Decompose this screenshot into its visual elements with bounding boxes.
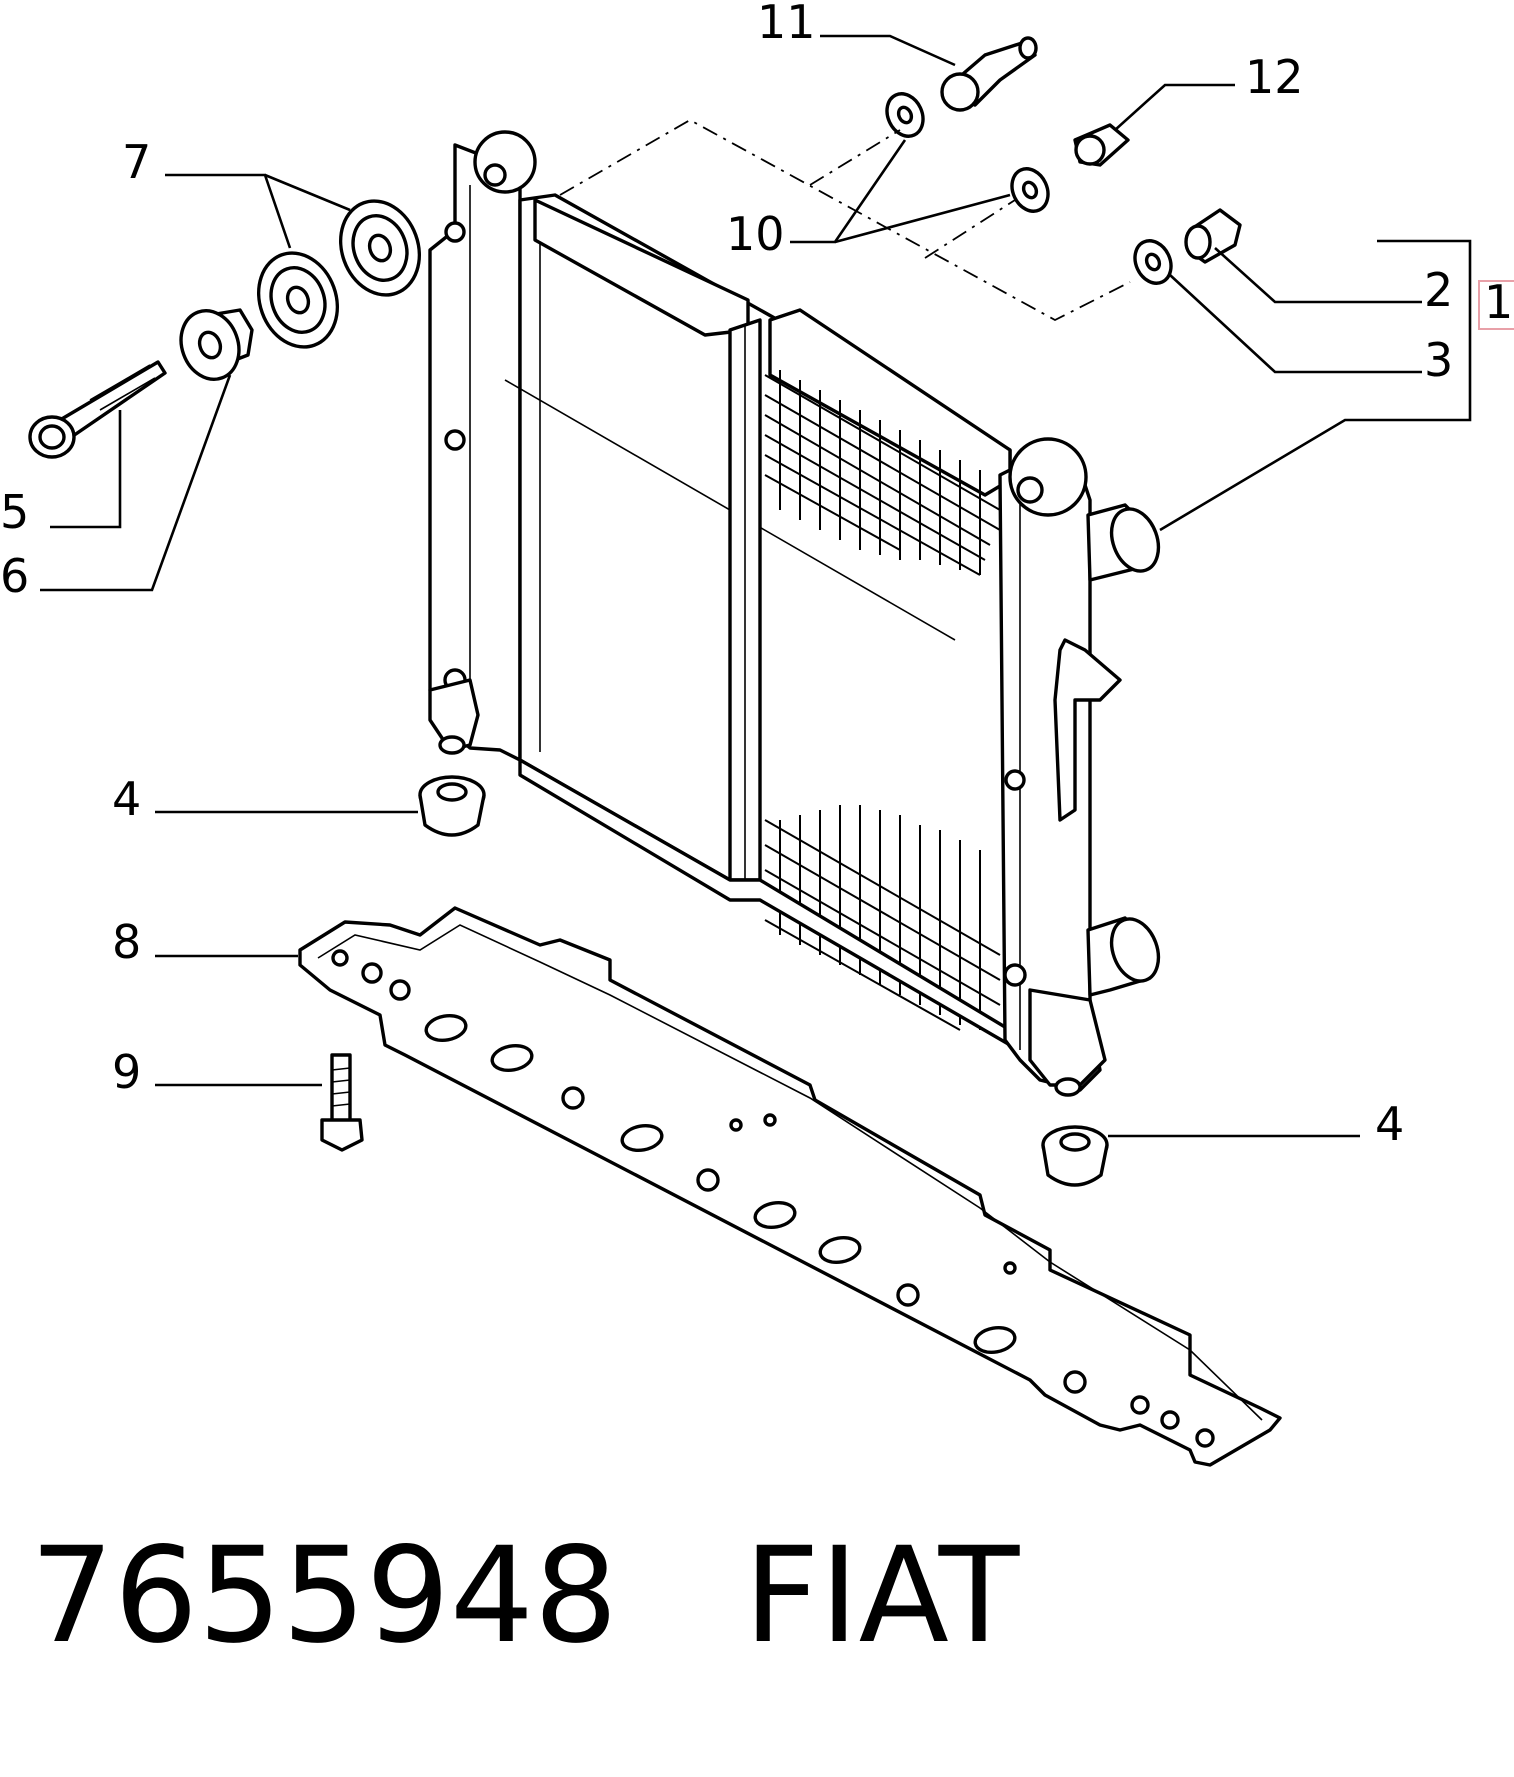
callout-12: 12 (1245, 50, 1304, 104)
callout-3: 3 (1424, 333, 1453, 387)
item-1-highlight (1478, 280, 1514, 330)
part-4-grommet-left (418, 775, 486, 837)
part-2-drain-plug (1184, 208, 1242, 264)
callout-11: 11 (757, 0, 816, 49)
radiator (428, 130, 1161, 1097)
assembly-dash-lines (559, 118, 1131, 322)
callout-4-right: 4 (1375, 1097, 1404, 1151)
plate-holes (331, 949, 1215, 1448)
leader-lines (40, 34, 1472, 1138)
callout-8: 8 (112, 915, 141, 969)
part-number: 7655948 (30, 1519, 618, 1673)
part-3-washer (1133, 239, 1173, 285)
callout-2: 2 (1424, 263, 1453, 317)
callout-1: 1 (1484, 275, 1513, 329)
part-4-grommet-right (1041, 1125, 1109, 1187)
callout-4-left: 4 (112, 772, 141, 826)
callout-6: 6 (0, 549, 29, 603)
callout-10: 10 (726, 207, 785, 261)
part-9-screw (320, 1053, 364, 1152)
part-10-washers (885, 92, 1050, 213)
part-8-support-plate (298, 906, 1282, 1467)
callout-7: 7 (122, 135, 151, 189)
brand-name: FIAT (743, 1519, 1020, 1673)
part-5-bolt (28, 360, 167, 459)
part-7-rubber-mounts (256, 199, 422, 349)
part-6-sleeve (179, 308, 254, 381)
callout-9: 9 (112, 1045, 141, 1099)
part-caption: 7655948 FIAT (30, 1530, 1019, 1662)
part-11-connector (940, 36, 1038, 112)
part-12-bleed-screw (1073, 123, 1130, 167)
callout-5: 5 (0, 485, 29, 539)
core-mesh-upper (764, 370, 1001, 576)
